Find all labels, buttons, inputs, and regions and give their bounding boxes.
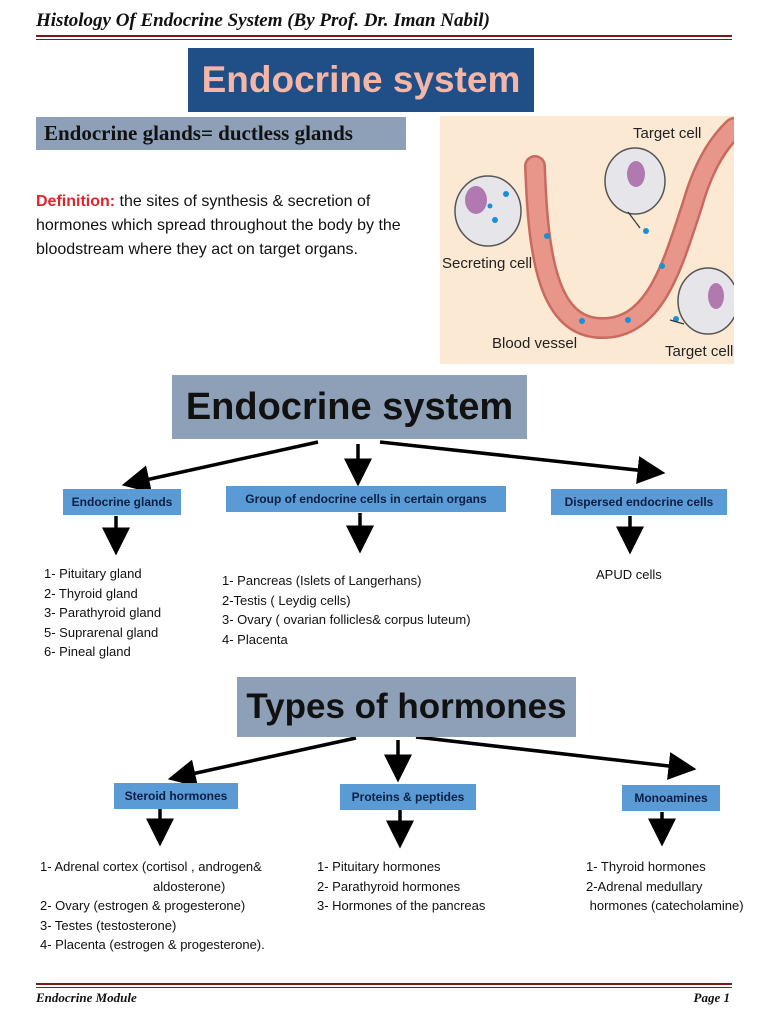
category-endocrine-glands: Endocrine glands [63, 489, 181, 515]
list-item: 2-Testis ( Leydig cells) [222, 592, 351, 608]
header-rule-thin [36, 39, 732, 40]
list-item: 4- Placenta [222, 631, 288, 647]
category-steroid-hormones: Steroid hormones [114, 783, 238, 809]
arrow-to-dispersed-cells [379, 440, 666, 485]
category-proteins-peptides: Proteins & peptides [340, 784, 476, 810]
secreting-cell-label: Secreting cell [442, 255, 532, 272]
blood-vessel [526, 119, 743, 337]
footer-module-name: Endocrine Module [36, 990, 137, 1005]
list-item: 1- Pituitary hormones [317, 859, 441, 874]
list-item: 3- Ovary ( ovarian follicles& corpus lut… [222, 612, 471, 627]
footer-rule [36, 983, 732, 985]
list-item: 3- Testes (testosterone) [40, 917, 177, 933]
steroid-hormones-list: 1- Adrenal cortex (cortisol , androgen& … [40, 857, 320, 955]
definition-paragraph: Definition: the sites of synthesis & sec… [36, 190, 436, 262]
footer-page-number: Page 1 [693, 990, 730, 1005]
list-item: 2- Ovary (estrogen & progesterone) [40, 898, 246, 913]
list-item: 5- Suprarenal gland [44, 624, 159, 640]
target-cell-top-label: Target cell [633, 125, 701, 142]
blood-vessel-label: Blood vessel [492, 335, 577, 352]
list-item: APUD cells [596, 567, 662, 582]
header-rule [36, 35, 732, 37]
list-item: 1- Pituitary gland [44, 566, 142, 581]
document-header-title: Histology Of Endocrine System (By Prof. … [36, 10, 490, 31]
list-item: 1- Pancreas (Islets of Langerhans) [222, 573, 422, 588]
footer-rule-thin [36, 987, 732, 988]
definition-label: Definition: [36, 193, 116, 210]
target-cell-bottom-label: Target cell [665, 343, 733, 360]
list-item: 6- Pineal gland [44, 644, 131, 659]
category-dispersed-cells: Dispersed endocrine cells [551, 489, 727, 515]
definition-text: the sites of synthesis & secretion of ho… [36, 193, 401, 258]
arrow-to-steroid [167, 736, 357, 787]
secreting-cell-nucleus [465, 186, 487, 214]
category-cell-groups: Group of endocrine cells in certain orga… [226, 486, 506, 512]
banner-title: Endocrine system [188, 48, 534, 112]
list-item: 3- Hormones of the pancreas [317, 898, 486, 913]
monoamines-list: 1- Thyroid hormones 2-Adrenal medullary … [586, 857, 744, 916]
list-item: 4- Placenta (estrogen & progesterone). [40, 937, 265, 952]
endocrine-system-box: Endocrine system [172, 375, 527, 439]
list-item: 3- Parathyroid gland [44, 605, 162, 620]
list-item: hormones (catecholamine) [586, 898, 744, 913]
list-item: 1- Thyroid hormones [586, 859, 706, 874]
proteins-peptides-list: 1- Pituitary hormones 2- Parathyroid hor… [317, 857, 485, 916]
hormone-transport-figure: Target cell Secreting cell Blood vessel … [440, 116, 745, 364]
arrow-to-endocrine-glands [121, 440, 319, 493]
cell-groups-list: 1- Pancreas (Islets of Langerhans) 2-Tes… [222, 571, 471, 649]
endocrine-glands-list: 1- Pituitary gland 2- Thyroid gland 3- P… [44, 564, 161, 662]
arrow-to-monoamines [415, 735, 697, 780]
types-of-hormones-box: Types of hormones [237, 677, 576, 737]
list-item: 1- Adrenal cortex (cortisol , androgen& [40, 859, 262, 874]
subheading: Endocrine glands= ductless glands [36, 117, 406, 150]
list-item: 2- Parathyroid hormones [317, 878, 461, 894]
list-item: 2-Adrenal medullary [586, 878, 703, 894]
hormone-transport-illustration: Target cell Secreting cell Blood vessel … [442, 117, 745, 360]
category-monoamines: Monoamines [622, 785, 720, 811]
list-item: 2- Thyroid gland [44, 585, 138, 601]
list-item: aldosterone) [153, 878, 226, 894]
dispersed-cells-list: APUD cells [596, 565, 662, 585]
